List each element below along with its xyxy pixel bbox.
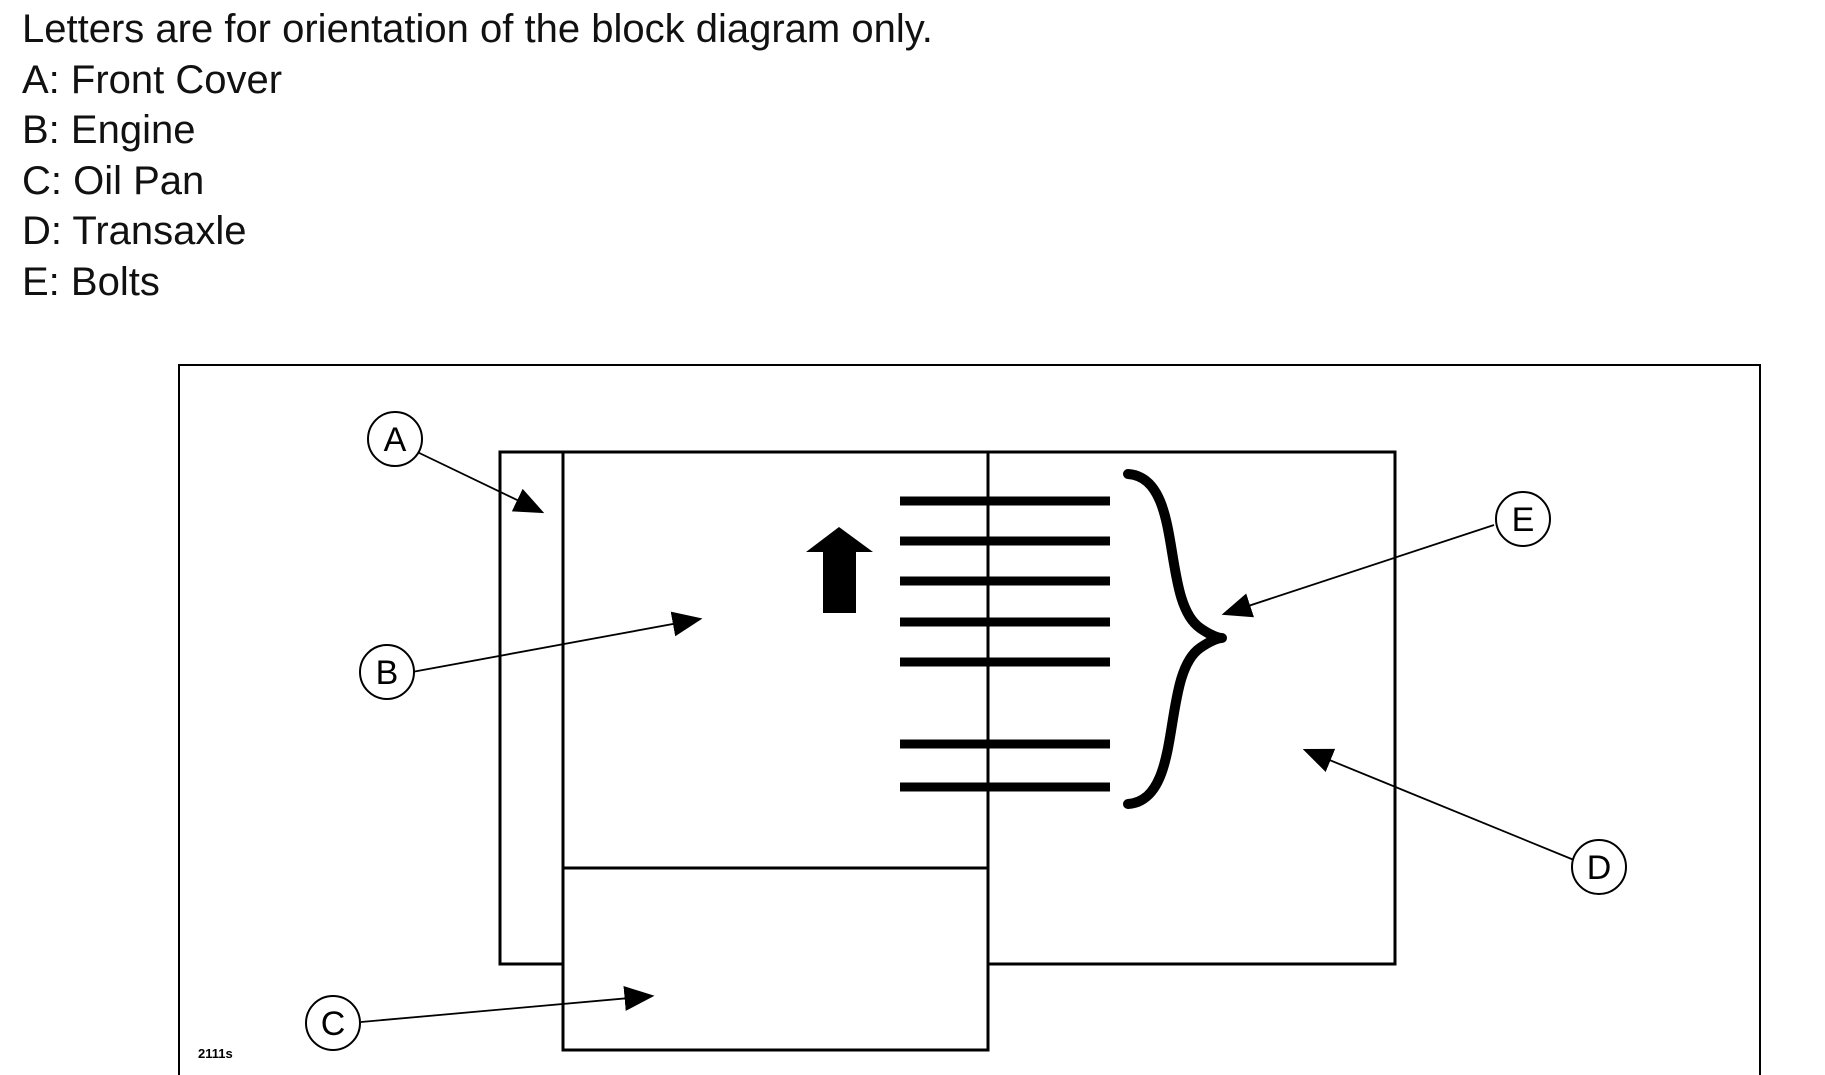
callout-circle bbox=[359, 644, 415, 700]
callout-letter-a: A bbox=[384, 421, 407, 459]
legend-item-oil-pan: C: Oil Pan bbox=[22, 158, 205, 203]
leader-line-d bbox=[1302, 748, 1575, 861]
front-cover-outline bbox=[498, 450, 563, 966]
leader-line-b bbox=[411, 611, 703, 673]
bolt-group bbox=[900, 496, 1110, 792]
diagram-frame bbox=[178, 364, 1761, 1075]
legend-intro: Letters are for orientation of the block… bbox=[22, 7, 933, 51]
callout-letter-d: D bbox=[1587, 849, 1612, 887]
figure-code: 2111s bbox=[198, 1046, 233, 1061]
callout-circle bbox=[367, 411, 423, 467]
callout-c: C bbox=[305, 995, 361, 1051]
callout-letter-e: E bbox=[1512, 501, 1535, 539]
legend-item-transaxle: D: Transaxle bbox=[22, 209, 247, 253]
legend-item-front-cover: A: Front Cover bbox=[22, 57, 283, 102]
callout-circle bbox=[305, 995, 361, 1051]
callout-b: B bbox=[359, 644, 415, 700]
up-arrow-icon bbox=[806, 527, 873, 613]
callout-letter-b: B bbox=[376, 654, 399, 692]
callout-e: E bbox=[1495, 491, 1551, 547]
legend-item-bolts: E: Bolts bbox=[22, 259, 160, 304]
callout-letter-c: C bbox=[321, 1005, 346, 1043]
engine-outline bbox=[561, 450, 990, 870]
oil-pan-outline bbox=[561, 866, 990, 1052]
leader-line-a bbox=[410, 448, 545, 514]
callout-d: D bbox=[1571, 839, 1627, 895]
callout-a: A bbox=[367, 411, 423, 467]
bolt-brace bbox=[1123, 469, 1227, 809]
transaxle-outline bbox=[988, 450, 1397, 966]
legend-item-engine: B: Engine bbox=[22, 108, 196, 152]
callout-circle bbox=[1571, 839, 1627, 895]
leader-line-c bbox=[360, 985, 655, 1023]
legend: Letters are for orientation of the block… bbox=[22, 4, 933, 307]
callout-circle bbox=[1495, 491, 1551, 547]
leader-line-e bbox=[1221, 524, 1495, 618]
